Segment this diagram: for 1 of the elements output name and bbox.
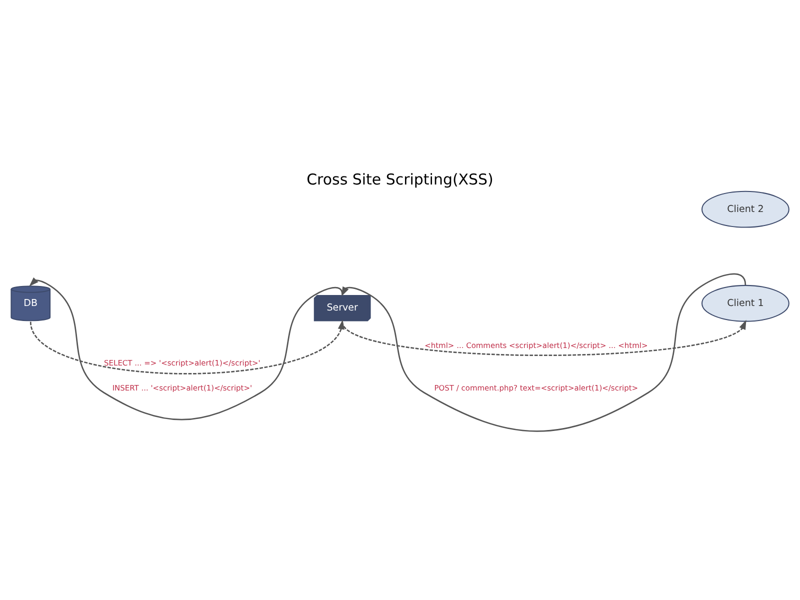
diagram-title: Cross Site Scripting(XSS)	[306, 170, 494, 188]
